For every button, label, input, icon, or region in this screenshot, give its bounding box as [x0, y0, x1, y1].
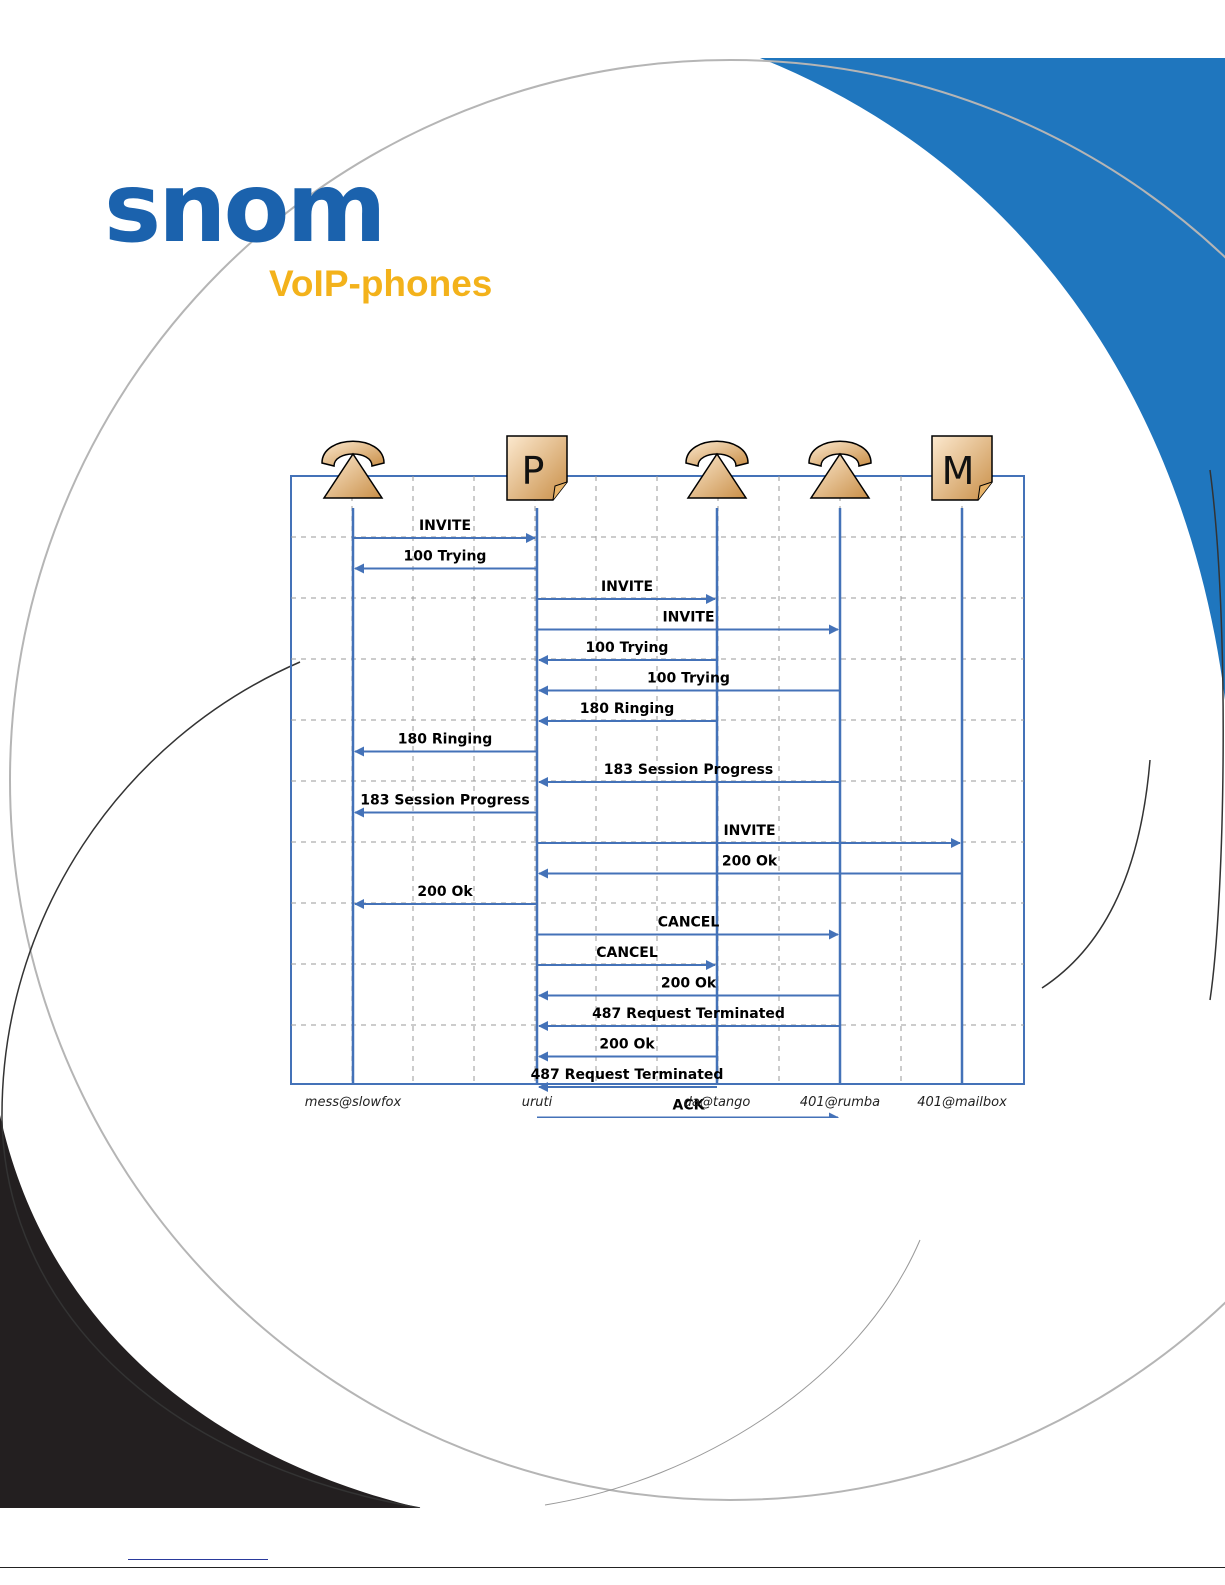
phone-icon: [685, 440, 749, 499]
logo-wordmark: snom: [104, 152, 386, 264]
phone-icon: [321, 440, 385, 499]
footer-rule: [0, 1567, 1225, 1568]
mailbox-icon-letter: M: [942, 449, 975, 493]
footer-link-underline[interactable]: [128, 1559, 268, 1560]
message-label: INVITE: [419, 518, 471, 534]
message-180-ringing: 180 Ringing: [538, 701, 717, 726]
dark-corner-shape: [0, 1115, 420, 1508]
message-100-trying: 100 Trying: [354, 549, 537, 574]
right-lower-arc: [1041, 759, 1151, 989]
lifelines: [351, 508, 964, 1084]
proxy-icon: P: [506, 435, 568, 501]
message-invite: INVITE: [537, 579, 716, 604]
diagram-grid: [290, 475, 1025, 1085]
message-label: 100 Trying: [586, 640, 669, 656]
message-label: 487 Request Terminated: [592, 1006, 785, 1022]
message-200-ok: 200 Ok: [538, 976, 840, 1001]
message-100-trying: 100 Trying: [538, 671, 840, 696]
lower-arc: [1, 661, 421, 1508]
participant-label-p4: 401@rumba: [800, 1095, 880, 1110]
message-label: INVITE: [662, 610, 714, 626]
message-100-trying: 100 Trying: [538, 640, 717, 665]
message-label: INVITE: [601, 579, 653, 595]
right-edge-curve: [1209, 469, 1224, 1001]
message-label: 487 Request Terminated: [531, 1067, 724, 1083]
message-invite: INVITE: [537, 610, 839, 635]
message-label: 180 Ringing: [398, 732, 492, 748]
message-invite: INVITE: [537, 823, 961, 848]
logo-tagline: VoIP-phones: [269, 263, 493, 304]
message-label: CANCEL: [658, 915, 720, 931]
snom-logo: snom VoIP-phones: [104, 152, 492, 304]
message-200-ok: 200 Ok: [538, 854, 962, 879]
participant-label-p1: mess@slowfox: [305, 1095, 402, 1110]
message-183-session-progress: 183 Session Progress: [354, 793, 537, 818]
participant-label-p3: da@tango: [684, 1095, 751, 1110]
message-label: 200 Ok: [661, 976, 717, 992]
mailbox-icon: M: [931, 435, 993, 501]
message-cancel: CANCEL: [537, 915, 839, 940]
phone-icon: [808, 440, 872, 499]
participant-labels: mess@slowfox uruti da@tango 401@rumba 401@ma…: [305, 1095, 1007, 1110]
message-487-request-terminated: 487 Request Terminated: [531, 1067, 724, 1092]
message-label: INVITE: [723, 823, 775, 839]
message-ack: ACK: [537, 1098, 839, 1118]
bottom-arc: [544, 1239, 921, 1506]
message-cancel: CANCEL: [537, 945, 716, 970]
large-circle-outline: [9, 59, 1225, 1501]
message-label: 180 Ringing: [580, 701, 674, 717]
message-invite: INVITE: [353, 518, 536, 543]
message-label: 100 Trying: [404, 549, 487, 565]
message-180-ringing: 180 Ringing: [354, 732, 537, 757]
message-label: 200 Ok: [722, 854, 778, 870]
participant-label-p2: uruti: [522, 1095, 553, 1110]
blue-crescent-shape: [760, 58, 1225, 700]
message-label: 200 Ok: [599, 1037, 655, 1053]
message-label: 183 Session Progress: [604, 762, 773, 778]
message-label: 100 Trying: [647, 671, 730, 687]
participant-label-p5: 401@mailbox: [917, 1095, 1007, 1110]
message-label: 183 Session Progress: [360, 793, 529, 809]
message-label: 200 Ok: [417, 884, 473, 900]
message-label: ACK: [673, 1098, 706, 1114]
message-label: CANCEL: [596, 945, 658, 961]
message-200-ok: 200 Ok: [354, 884, 537, 909]
message-183-session-progress: 183 Session Progress: [538, 762, 840, 787]
message-487-request-terminated: 487 Request Terminated: [538, 1006, 840, 1031]
proxy-icon-letter: P: [522, 449, 545, 493]
message-200-ok: 200 Ok: [538, 1037, 717, 1062]
